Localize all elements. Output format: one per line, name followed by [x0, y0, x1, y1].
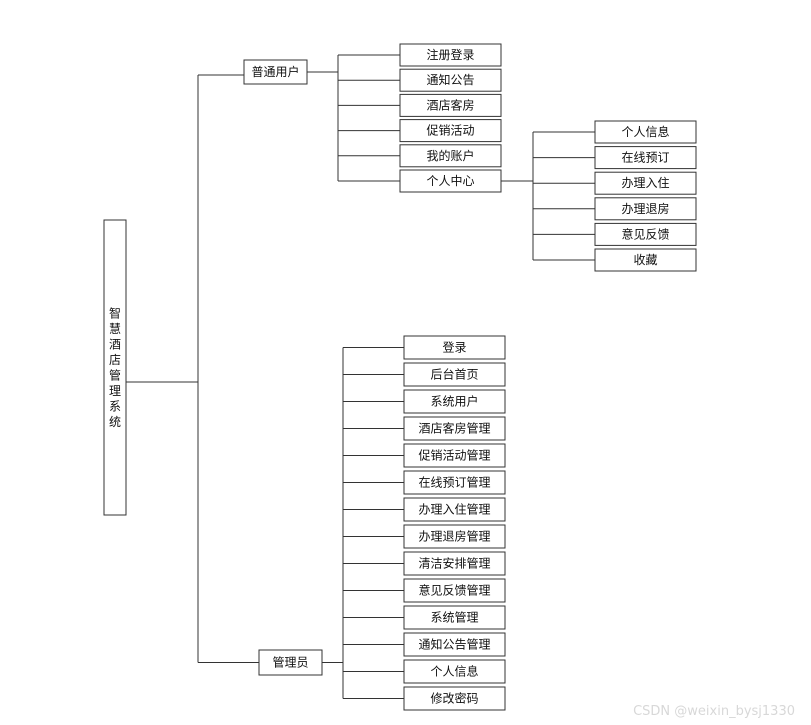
admin-item-label: 在线预订管理	[418, 475, 490, 490]
admin-node-label: 管理员	[272, 655, 308, 670]
root-node-char: 理	[109, 384, 121, 398]
root-node-char: 智	[109, 305, 121, 320]
user-item: 通知公告	[399, 68, 502, 92]
admin-item-box	[403, 497, 506, 522]
root-node-char: 店	[109, 353, 121, 367]
admin-item-box	[403, 389, 506, 414]
admin-item-label: 个人信息	[430, 664, 478, 679]
admin-node: 管理员	[258, 649, 323, 676]
user-item-label: 通知公告	[426, 73, 474, 87]
user-item-box	[399, 68, 502, 92]
center-item-box	[594, 120, 697, 144]
user-item: 我的账户	[399, 144, 502, 168]
admin-item-box	[403, 659, 506, 684]
admin-item: 通知公告管理	[403, 632, 506, 657]
user-item-label: 酒店客房	[426, 97, 474, 112]
admin-item-label: 酒店客房管理	[418, 421, 490, 436]
center-item: 办理退房	[594, 197, 697, 221]
center-item-label: 意见反馈	[621, 226, 669, 241]
admin-item-box	[403, 416, 506, 441]
admin-item-label: 通知公告管理	[418, 637, 490, 652]
admin-item: 办理入住管理	[403, 497, 506, 522]
admin-item-label: 意见反馈管理	[418, 583, 490, 598]
user-item-label: 我的账户	[426, 148, 474, 163]
admin-item: 登录	[403, 335, 506, 360]
watermark: CSDN @weixin_bysj1330	[633, 704, 795, 719]
center-item-label: 办理退房	[621, 201, 669, 216]
root-node-char: 管	[109, 367, 121, 382]
center-item: 个人信息	[594, 120, 697, 144]
center-item-box	[594, 197, 697, 221]
user-node: 普通用户	[243, 59, 308, 85]
admin-item-box	[403, 470, 506, 495]
admin-item-label: 促销活动管理	[418, 448, 490, 463]
center-item-box	[594, 146, 697, 170]
user-item-label: 注册登录	[426, 47, 474, 62]
root-node-char: 统	[109, 415, 121, 429]
admin-item: 后台首页	[403, 362, 506, 387]
admin-item-box	[403, 632, 506, 657]
admin-item-box	[403, 362, 506, 387]
center-item: 意见反馈	[594, 222, 697, 246]
center-item-label: 办理入住	[621, 175, 669, 190]
root-node-char: 酒	[109, 337, 121, 351]
admin-item: 酒店客房管理	[403, 416, 506, 441]
center-item-box	[594, 171, 697, 195]
user-item-label: 促销活动	[426, 124, 474, 138]
admin-item: 修改密码	[403, 686, 506, 711]
center-item: 收藏	[594, 248, 697, 272]
user-node-box	[243, 59, 308, 85]
admin-item-box	[403, 551, 506, 576]
admin-item: 促销活动管理	[403, 443, 506, 468]
root-node-box	[103, 219, 127, 516]
user-item-box	[399, 93, 502, 117]
center-item-box	[594, 248, 697, 272]
root-node-char: 系	[109, 399, 121, 413]
admin-item-label: 后台首页	[430, 367, 478, 382]
user-node-label: 普通用户	[251, 64, 299, 79]
admin-item-label: 办理退房管理	[418, 529, 490, 544]
admin-node-box	[258, 649, 323, 676]
admin-item-box	[403, 335, 506, 360]
admin-item-box	[403, 443, 506, 468]
user-item: 酒店客房	[399, 93, 502, 117]
admin-item-label: 系统用户	[430, 394, 478, 409]
admin-item-label: 登录	[442, 340, 466, 355]
user-item-label: 个人中心	[426, 173, 474, 188]
center-item: 办理入住	[594, 171, 697, 195]
admin-item: 意见反馈管理	[403, 578, 506, 603]
user-item-box	[399, 43, 502, 67]
admin-item: 办理退房管理	[403, 524, 506, 549]
admin-item: 系统管理	[403, 605, 506, 630]
user-item: 促销活动	[399, 119, 502, 143]
admin-item-box	[403, 605, 506, 630]
admin-item-label: 系统管理	[430, 610, 478, 625]
user-item-box	[399, 119, 502, 143]
admin-item-label: 清洁安排管理	[418, 556, 490, 571]
center-item-label: 在线预订	[621, 151, 669, 165]
user-item: 注册登录	[399, 43, 502, 67]
admin-item: 清洁安排管理	[403, 551, 506, 576]
user-item-box	[399, 144, 502, 168]
admin-item: 在线预订管理	[403, 470, 506, 495]
center-item-label: 个人信息	[621, 124, 669, 139]
root-node-char: 慧	[109, 321, 121, 336]
center-item: 在线预订	[594, 146, 697, 170]
center-item-label: 收藏	[633, 253, 657, 267]
admin-item-box	[403, 686, 506, 711]
admin-item-box	[403, 524, 506, 549]
admin-item: 系统用户	[403, 389, 506, 414]
admin-item-box	[403, 578, 506, 603]
admin-item-label: 修改密码	[430, 691, 478, 706]
admin-item: 个人信息	[403, 659, 506, 684]
center-item-box	[594, 222, 697, 246]
user-item: 个人中心	[399, 169, 502, 193]
admin-item-label: 办理入住管理	[418, 502, 490, 517]
